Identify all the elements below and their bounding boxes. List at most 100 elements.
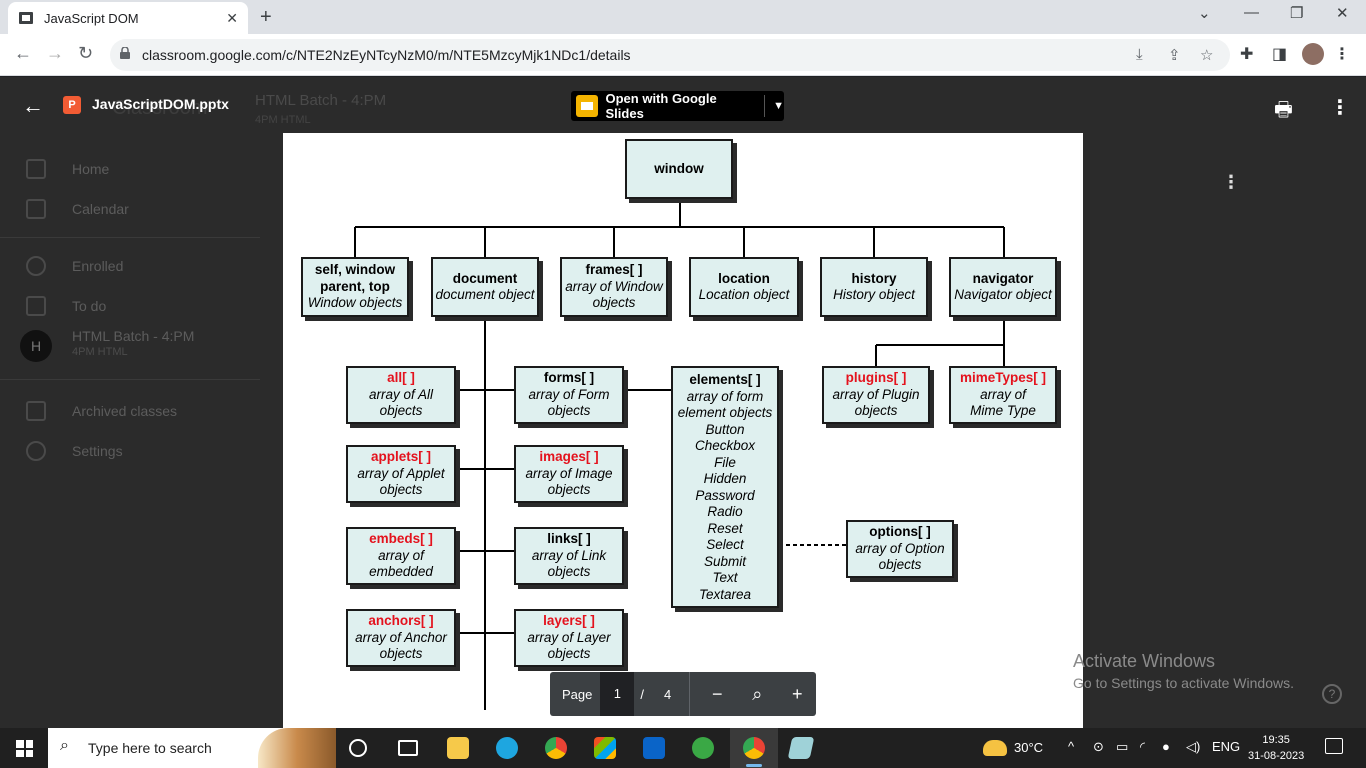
edge-icon[interactable] (496, 737, 518, 759)
address-bar[interactable]: classroom.google.com/c/NTE2NzEyNTcyNzM0/… (110, 39, 1230, 71)
page-number-input[interactable]: 1 (600, 672, 635, 716)
chrome-icon[interactable] (545, 737, 567, 759)
reload-icon[interactable]: ↻ (78, 43, 94, 63)
sidebar-item-enrolled[interactable]: Enrolled (0, 246, 260, 286)
watermark-title: Activate Windows (1073, 651, 1216, 671)
profile-avatar[interactable] (1302, 43, 1324, 65)
tab-close-icon[interactable]: ✕ (226, 9, 238, 26)
tab-strip: JavaScript DOM ✕ + ⌄ — ❐ ✕ (0, 0, 1366, 34)
node-title: layers[ ] (543, 613, 595, 629)
all-node: all[ ] array of All objects (346, 366, 456, 424)
extensions-icon[interactable]: ✚ (1240, 46, 1254, 63)
sidebar-item-label: Settings (72, 443, 123, 459)
sidebar-item-label: HTML Batch - 4:PM (72, 328, 195, 344)
more-options-icon[interactable]: ⋮ (1330, 97, 1350, 119)
chrome-menu-icon[interactable]: ⋮ (1334, 46, 1350, 63)
node-title: applets[ ] (370, 449, 431, 465)
node-desc: array of All (368, 386, 434, 402)
node-title: navigator (972, 270, 1034, 286)
pptx-file-icon: P (63, 96, 81, 114)
sidebar-item-calendar[interactable]: Calendar (0, 189, 260, 229)
sidebar-item-archived[interactable]: Archived classes (0, 391, 260, 431)
back-icon[interactable]: ← (14, 43, 32, 63)
node-desc-line2: objects (547, 482, 591, 498)
node-desc: array of form (686, 388, 764, 404)
install-icon[interactable]: ⤓ (1136, 46, 1143, 63)
side-panel-icon[interactable]: ◨ (1272, 46, 1288, 63)
clock[interactable]: 19:35 31-08-2023 (1248, 732, 1304, 764)
tray-app-icon[interactable]: ⊙ (1093, 739, 1104, 754)
zoom-in-button[interactable]: + (791, 683, 803, 704)
language-indicator[interactable]: ENG (1212, 739, 1241, 754)
mail-icon[interactable] (643, 737, 665, 759)
volume-icon[interactable]: ◁) (1186, 739, 1201, 754)
clock-date: 31-08-2023 (1248, 750, 1305, 762)
node-desc: array of (980, 386, 1026, 402)
window-close-icon[interactable]: ✕ (1336, 5, 1349, 22)
node-desc: array of Link (531, 547, 607, 563)
forward-icon[interactable]: → (46, 43, 64, 63)
restore-icon[interactable]: ❐ (1290, 5, 1304, 22)
tab-search-icon[interactable]: ⌄ (1198, 5, 1211, 22)
document-node: document document object (431, 257, 539, 317)
print-icon[interactable]: 🖶 (1274, 99, 1293, 121)
help-icon[interactable]: ? (1322, 684, 1342, 704)
node-desc-line2: embedded (369, 564, 433, 580)
zoom-out-button[interactable]: − (711, 683, 723, 704)
clock-time: 19:35 (1262, 734, 1290, 746)
class-options-icon[interactable]: ⋮ (1222, 172, 1240, 192)
node-desc-line2: objects (379, 403, 423, 419)
layers-node: layers[ ] array of Layer objects (514, 609, 624, 667)
element-item: Select (706, 537, 744, 552)
node-desc: document object (435, 287, 535, 302)
element-item: Hidden (703, 471, 747, 486)
windows-taskbar: ⌕ Type here to search 30°C ^ ⊙ ▭ ◜ ● ◁) … (0, 728, 1366, 768)
close-viewer-back-icon[interactable]: ← (22, 93, 44, 118)
element-item: Textarea (698, 586, 752, 602)
sidebar-item-home[interactable]: Home (0, 149, 260, 189)
share-icon[interactable]: ⇪ (1168, 47, 1181, 64)
notifications-icon[interactable] (1325, 738, 1343, 754)
new-tab-button[interactable]: + (260, 6, 272, 28)
show-hidden-icons-icon[interactable]: ^ (1068, 739, 1075, 754)
node-title: plugins[ ] (845, 370, 907, 386)
archive-icon (26, 401, 46, 421)
spring-app-icon[interactable] (692, 737, 714, 759)
store-icon[interactable] (594, 737, 616, 759)
browser-tab[interactable]: JavaScript DOM ✕ (8, 2, 248, 34)
windows-start-icon[interactable] (16, 740, 33, 757)
taskbar-active-app[interactable] (730, 728, 778, 768)
sidebar-item-sub: 4PM HTML (72, 346, 128, 358)
sidebar-item-class[interactable]: H HTML Batch - 4:PM 4PM HTML (0, 322, 260, 370)
element-item: Text (712, 570, 738, 585)
node-title: links[ ] (547, 531, 591, 547)
node-title: elements[ ] (689, 372, 761, 387)
node-title: self, window (314, 262, 396, 278)
sidebar-item-settings[interactable]: Settings (0, 431, 260, 471)
chevron-down-icon[interactable]: ▼ (773, 100, 785, 112)
file-name: JavaScriptDOM.pptx (92, 96, 229, 112)
zoom-reset-icon[interactable]: ⌕ (752, 683, 763, 704)
node-desc-line2: objects (547, 646, 591, 662)
minimize-icon[interactable]: — (1244, 4, 1259, 21)
wifi-icon[interactable]: ◜ (1140, 739, 1146, 754)
weather-icon[interactable] (983, 740, 1007, 756)
node-desc-line2: element objects (677, 405, 773, 420)
file-explorer-icon[interactable] (447, 737, 469, 759)
node-desc: array of (378, 547, 424, 563)
sidebar-item-todo[interactable]: To do (0, 286, 260, 326)
element-item: Submit (703, 553, 747, 569)
search-highlight-art (258, 728, 336, 768)
task-view-icon[interactable] (398, 740, 418, 756)
battery-icon[interactable]: ▭ (1116, 739, 1129, 754)
node-desc: Window objects (307, 295, 403, 311)
cortana-icon[interactable] (349, 739, 367, 757)
notes-app-icon[interactable] (787, 737, 815, 759)
taskbar-search[interactable]: ⌕ Type here to search (48, 728, 336, 768)
node-title: images[ ] (539, 449, 599, 465)
sidebar-item-label: Home (72, 161, 110, 177)
bookmark-star-icon[interactable]: ☆ (1200, 47, 1214, 64)
node-desc-line2: objects (878, 557, 922, 573)
open-with-google-slides-button[interactable]: Open with Google Slides ▼ (571, 91, 784, 121)
network-warning-icon[interactable]: ● (1162, 739, 1170, 754)
